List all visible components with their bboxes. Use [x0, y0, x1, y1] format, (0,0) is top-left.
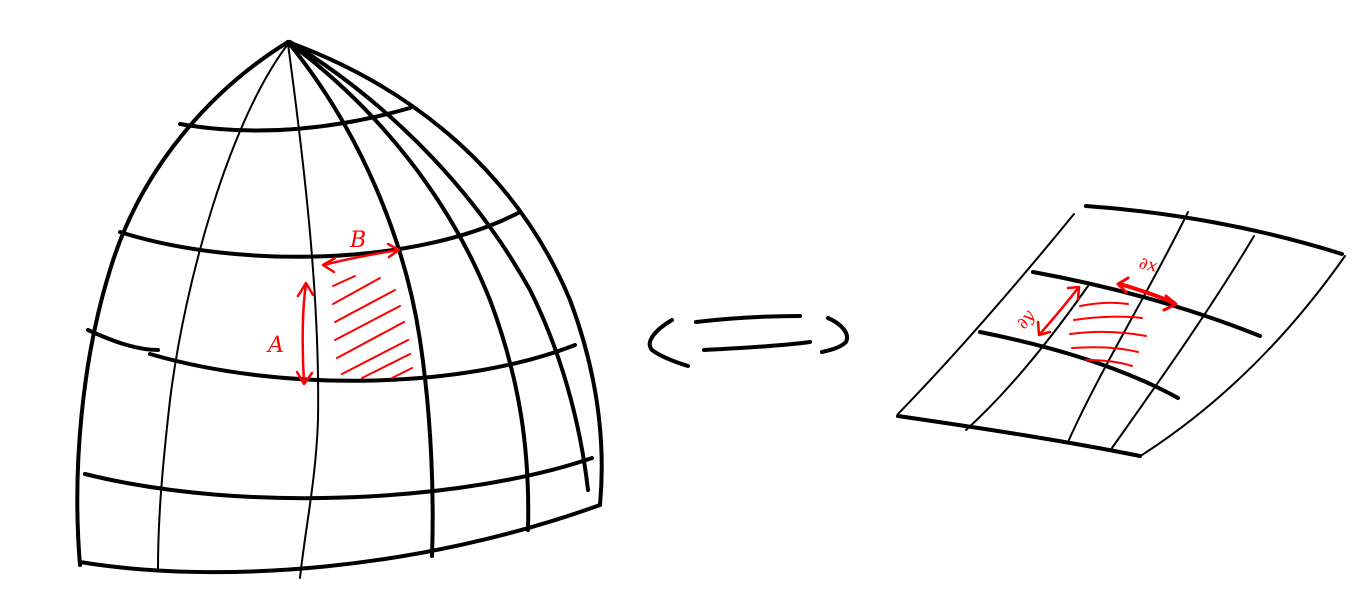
flat-grid-col-3	[965, 285, 1089, 431]
flat-grid-col-1	[1067, 211, 1189, 443]
flat-right-edge	[1141, 255, 1346, 456]
dx-label: ∂x	[1137, 253, 1160, 276]
equivalence-bottom-bar	[702, 340, 812, 352]
dome-longitude-5	[288, 40, 590, 492]
dy-label: ∂y	[1012, 306, 1039, 333]
equivalence-right-bracket	[820, 316, 849, 354]
flat-top-edge	[1084, 204, 1344, 256]
dx-arrow	[1116, 276, 1178, 312]
dome-longitude-3	[286, 40, 435, 558]
curved-patch-hatching	[332, 275, 413, 379]
dome-left-edge	[75, 40, 290, 567]
dome-latitude-4	[83, 456, 594, 501]
equivalence-symbol	[647, 314, 849, 368]
flat-left-edge	[897, 213, 1075, 415]
cell-width-arrow	[321, 242, 401, 274]
flat-patch-hatching	[1069, 301, 1147, 367]
dome-longitude-1	[157, 43, 289, 569]
flat-bottom-edge	[896, 414, 1142, 458]
cell-width-label: B	[349, 228, 366, 253]
cell-height-label: A	[266, 333, 284, 358]
equivalence-left-bracket	[647, 318, 690, 368]
dome-right-edge	[286, 40, 604, 507]
dome-bottom-edge	[78, 503, 602, 575]
cell-height-arrow	[295, 281, 315, 386]
dome-latitude-3b	[148, 343, 577, 383]
curved-surface: A B	[75, 40, 604, 579]
flat-grid-row-1	[1031, 270, 1262, 338]
dome-longitude-4	[286, 40, 531, 532]
flat-patch: ∂x ∂y	[896, 204, 1346, 458]
equivalence-top-bar	[694, 314, 802, 324]
dy-arrow	[1036, 285, 1081, 337]
flat-grid-row-2	[978, 330, 1180, 400]
dome-latitude-2	[118, 210, 522, 259]
dome-longitude-2	[287, 43, 320, 579]
flat-grid-col-2	[1111, 235, 1255, 449]
dome-latitude-3a	[86, 328, 160, 352]
